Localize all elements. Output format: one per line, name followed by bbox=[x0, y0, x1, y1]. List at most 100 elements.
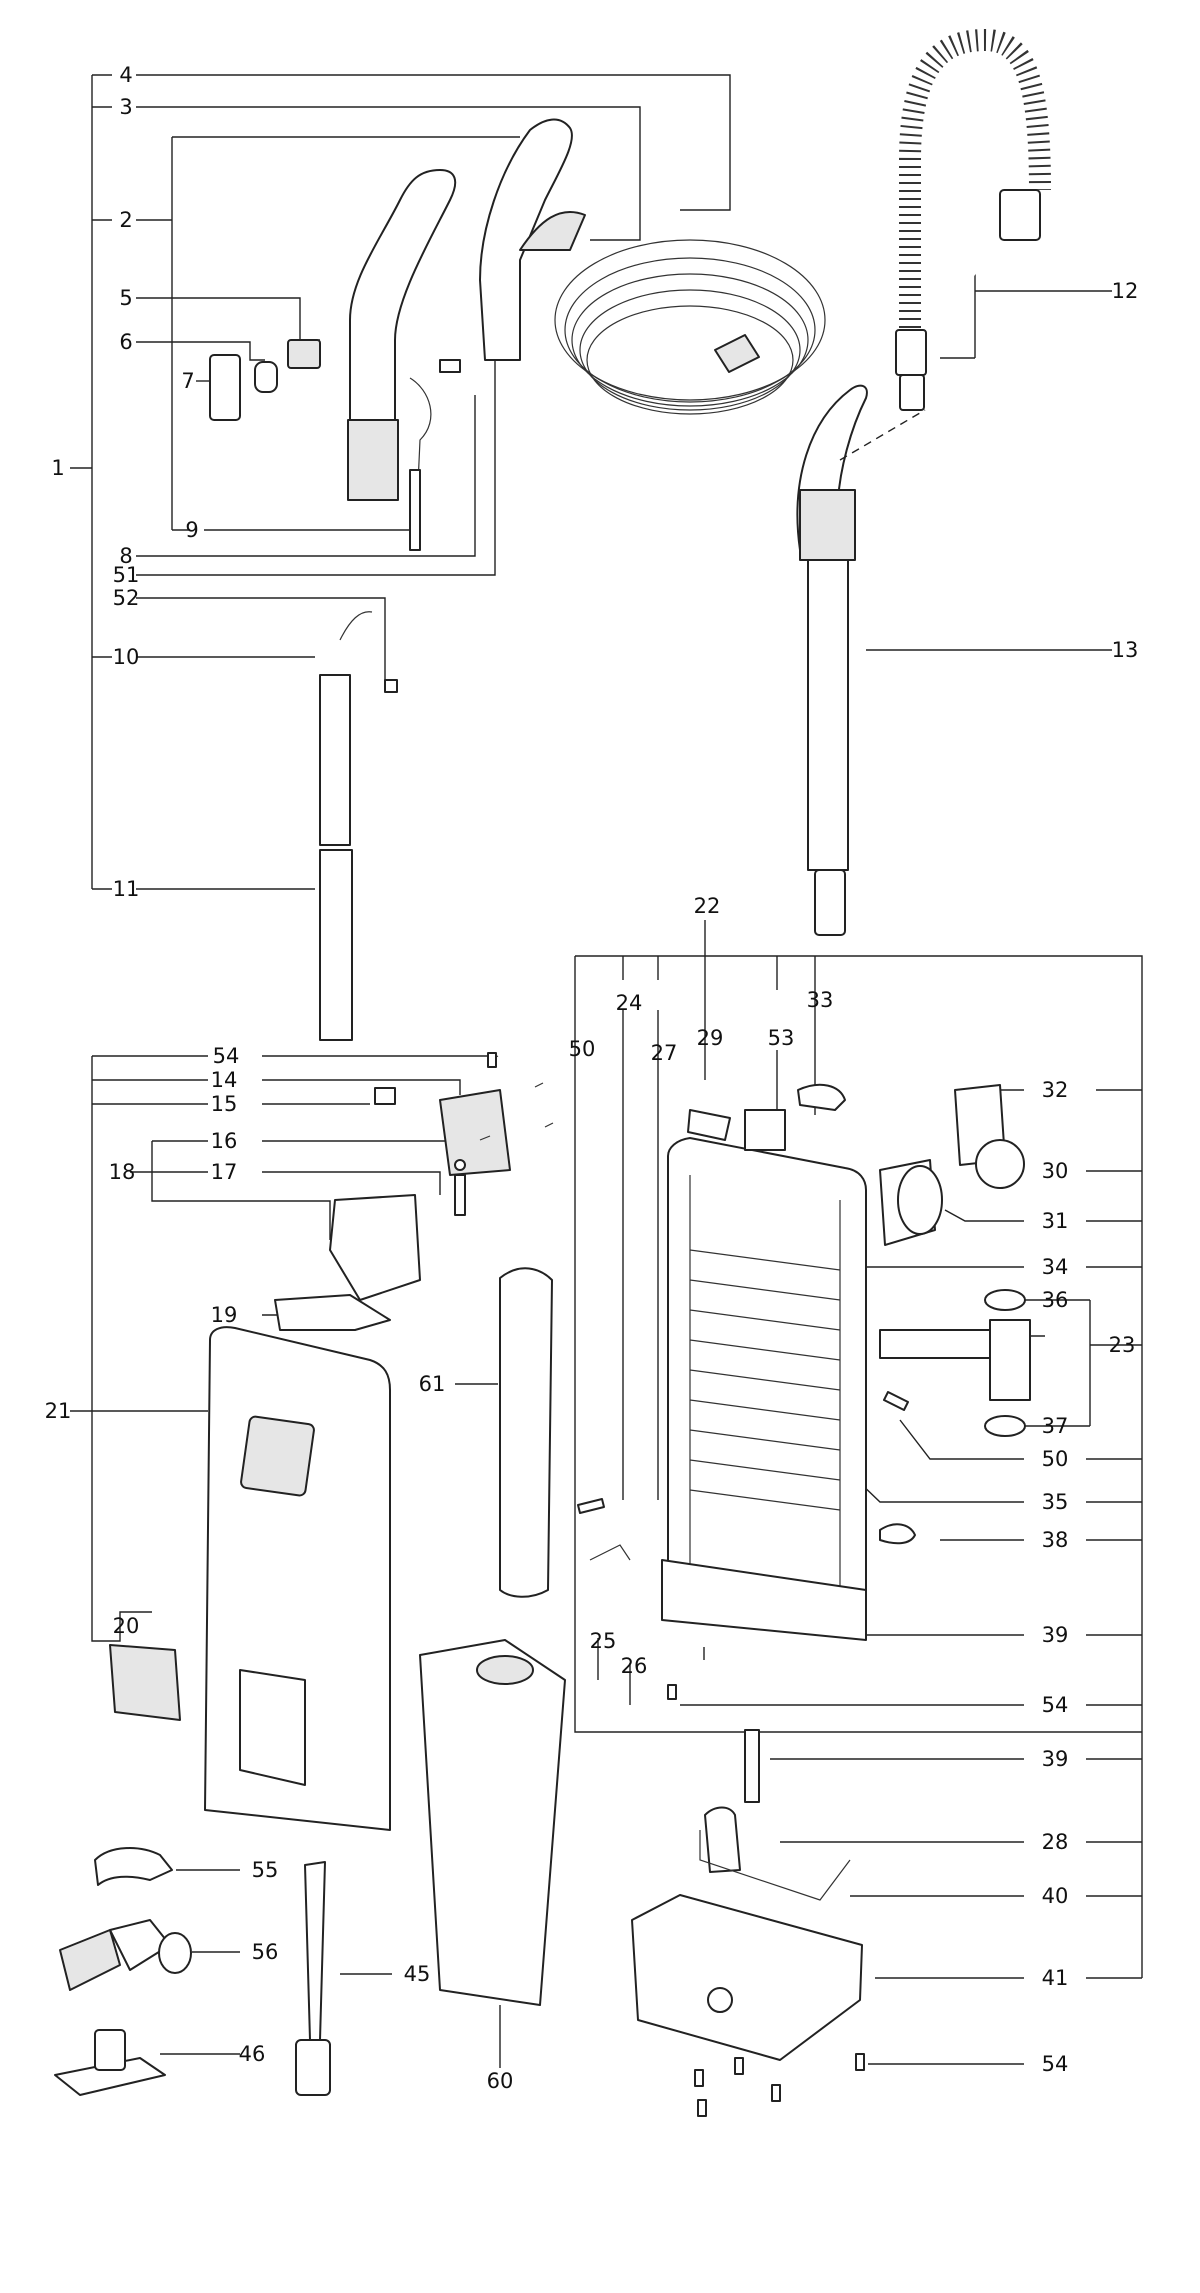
cable-coil-4 bbox=[554, 239, 826, 415]
screw-50 bbox=[883, 1391, 909, 1411]
part-label-16: 16 bbox=[211, 1129, 238, 1153]
cluster-14-19 bbox=[274, 1055, 554, 1331]
part-label-50: 50 bbox=[569, 1037, 596, 1061]
part-29 bbox=[687, 1109, 731, 1141]
part-label-39: 39 bbox=[1042, 1623, 1069, 1647]
part-label-40: 40 bbox=[1042, 1884, 1069, 1908]
screw-50b bbox=[577, 1498, 605, 1514]
part-label-53: 53 bbox=[768, 1026, 795, 1050]
part-label-10: 10 bbox=[113, 645, 140, 669]
bag-61 bbox=[499, 1267, 553, 1598]
strip-39 bbox=[744, 1729, 760, 1803]
part-label-39-2: 39 bbox=[1042, 1747, 1069, 1771]
part-label-55: 55 bbox=[252, 1858, 279, 1882]
part-label-24: 24 bbox=[616, 991, 643, 1015]
part-label-25: 25 bbox=[590, 1629, 617, 1653]
part-label-21: 21 bbox=[45, 1399, 72, 1423]
part-label-1: 1 bbox=[51, 456, 64, 480]
part-label-51: 51 bbox=[113, 563, 140, 587]
part-label-46: 46 bbox=[239, 2042, 266, 2066]
bag-60-collar bbox=[476, 1655, 534, 1685]
handle-3 bbox=[479, 118, 586, 361]
wire-9 bbox=[409, 377, 432, 551]
housing-main bbox=[661, 1137, 867, 1641]
part-label-41: 41 bbox=[1042, 1966, 1069, 1990]
filter-20 bbox=[109, 1644, 181, 1721]
tube-10-11 bbox=[319, 611, 373, 1041]
part-label-2: 2 bbox=[119, 208, 132, 232]
part-6 bbox=[254, 361, 278, 393]
part-18 bbox=[329, 1194, 421, 1301]
part-label-56: 56 bbox=[252, 1940, 279, 1964]
front-cover-21 bbox=[204, 1326, 391, 1831]
part-label-50-2: 50 bbox=[1042, 1447, 1069, 1471]
part-label-54-3: 54 bbox=[1042, 2052, 1069, 2076]
part-label-60: 60 bbox=[487, 2069, 514, 2093]
bracket-25 bbox=[589, 1544, 631, 1561]
screw-51 bbox=[439, 359, 461, 373]
screw-52 bbox=[384, 679, 398, 693]
part-label-54: 54 bbox=[213, 1044, 240, 1068]
rod-9 bbox=[409, 469, 421, 551]
part-label-54-2: 54 bbox=[1042, 1693, 1069, 1717]
part-label-38: 38 bbox=[1042, 1528, 1069, 1552]
part-label-31: 31 bbox=[1042, 1209, 1069, 1233]
part-label-3: 3 bbox=[119, 95, 132, 119]
bag-60 bbox=[419, 1639, 566, 2006]
part-label-36: 36 bbox=[1042, 1288, 1069, 1312]
base-41 bbox=[631, 1894, 863, 2061]
part-label-11: 11 bbox=[113, 877, 140, 901]
part-number-labels: 1234567891011121314151617181920212223242… bbox=[45, 63, 1139, 2093]
part-label-15: 15 bbox=[211, 1092, 238, 1116]
part-label-26: 26 bbox=[621, 1654, 648, 1678]
part-28 bbox=[704, 1806, 741, 1873]
part-label-32: 32 bbox=[1042, 1078, 1069, 1102]
part-label-12: 12 bbox=[1112, 279, 1139, 303]
part-label-17: 17 bbox=[211, 1160, 238, 1184]
part-label-34: 34 bbox=[1042, 1255, 1069, 1279]
part-label-19: 19 bbox=[211, 1303, 238, 1327]
part-label-61: 61 bbox=[419, 1372, 446, 1396]
part-label-20: 20 bbox=[113, 1614, 140, 1638]
part-label-37: 37 bbox=[1042, 1414, 1069, 1438]
part-label-52: 52 bbox=[113, 586, 140, 610]
part-label-33: 33 bbox=[807, 988, 834, 1012]
part-label-8: 8 bbox=[119, 544, 132, 568]
part-15 bbox=[374, 1087, 396, 1105]
part-label-27: 27 bbox=[651, 1041, 678, 1065]
part-label-5: 5 bbox=[119, 286, 132, 310]
assembly-23 bbox=[879, 1289, 1031, 1437]
part-label-22: 22 bbox=[694, 894, 721, 918]
tube-13 bbox=[796, 384, 926, 936]
clip-38 bbox=[879, 1523, 916, 1545]
part-label-35: 35 bbox=[1042, 1490, 1069, 1514]
part-5 bbox=[287, 339, 321, 369]
brush-56 bbox=[59, 1919, 192, 1991]
handle-2 bbox=[347, 169, 457, 501]
clip-33 bbox=[797, 1083, 846, 1111]
part-19 bbox=[274, 1294, 391, 1331]
part-label-23: 23 bbox=[1109, 1333, 1136, 1357]
wire-40 bbox=[699, 1830, 851, 1901]
part-7 bbox=[209, 354, 241, 421]
screws-54 bbox=[487, 1052, 865, 2117]
part-53 bbox=[744, 1109, 786, 1151]
hose-12 bbox=[895, 28, 1051, 411]
part-label-28: 28 bbox=[1042, 1830, 1069, 1854]
part-label-7: 7 bbox=[181, 369, 194, 393]
part-label-4: 4 bbox=[119, 63, 132, 87]
part-label-9: 9 bbox=[185, 518, 198, 542]
part-label-30: 30 bbox=[1042, 1159, 1069, 1183]
part-30 bbox=[975, 1139, 1025, 1189]
part-label-14: 14 bbox=[211, 1068, 238, 1092]
part-14 bbox=[439, 1089, 511, 1176]
crevice-45 bbox=[295, 1861, 331, 2096]
tool-46 bbox=[54, 2029, 166, 2096]
part-label-18: 18 bbox=[109, 1160, 136, 1184]
part-label-6: 6 bbox=[119, 330, 132, 354]
part-17 bbox=[454, 1174, 466, 1216]
part-label-45: 45 bbox=[404, 1962, 431, 1986]
part-label-29: 29 bbox=[697, 1026, 724, 1050]
